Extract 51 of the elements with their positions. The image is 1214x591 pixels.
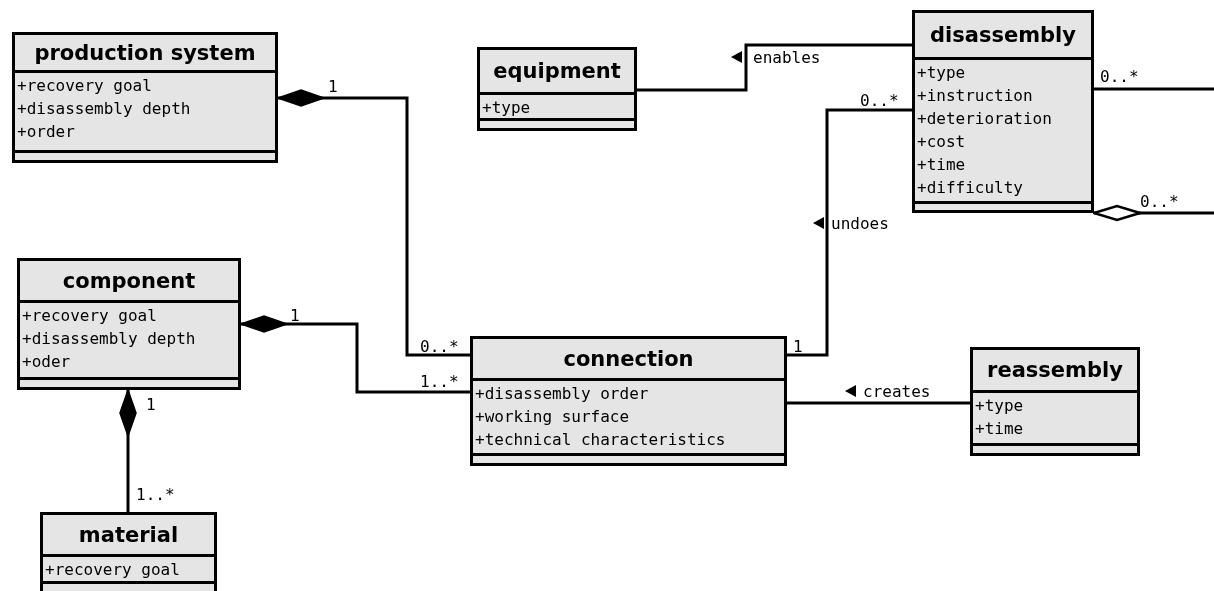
composition-line bbox=[240, 315, 470, 394]
multiplicity-label: 0..* bbox=[420, 338, 459, 356]
class-attribute: +difficulty bbox=[917, 178, 1023, 197]
class-attribute: +deterioration bbox=[917, 109, 1052, 128]
multiplicity-label: 1 bbox=[793, 338, 803, 356]
class-attribute: +recovery goal bbox=[22, 306, 157, 325]
multiplicity-label: 1 bbox=[146, 396, 156, 414]
association-line bbox=[787, 108, 912, 357]
association-line bbox=[1094, 87, 1214, 91]
multiplicity-label: 0..* bbox=[1100, 68, 1139, 86]
class-box bbox=[477, 47, 637, 131]
class-attribute: +disassembly depth bbox=[22, 329, 196, 348]
class-attribute: +time bbox=[975, 419, 1024, 438]
class-attribute: +instruction bbox=[917, 86, 1033, 105]
class-attribute: +recovery goal bbox=[17, 76, 152, 95]
composition-line bbox=[119, 389, 137, 512]
class-box bbox=[12, 32, 278, 163]
multiplicity-label: 1..* bbox=[136, 486, 175, 504]
class-attribute: +time bbox=[917, 155, 966, 174]
multiplicity-label: 1 bbox=[328, 78, 338, 96]
class-name: component bbox=[62, 268, 196, 293]
multiplicity-label: 1..* bbox=[420, 373, 459, 391]
class-box bbox=[17, 258, 241, 390]
class-attribute: +cost bbox=[917, 132, 966, 151]
class-box bbox=[912, 10, 1094, 213]
class-name: production system bbox=[34, 40, 256, 65]
class-attribute: +working surface bbox=[475, 407, 630, 426]
class-attribute: +disassembly order bbox=[475, 384, 649, 403]
class-attribute: +disassembly depth bbox=[17, 99, 191, 118]
class-attribute: +oder bbox=[22, 352, 71, 371]
class-attribute: +type bbox=[917, 63, 966, 82]
class-attribute: +type bbox=[975, 396, 1024, 415]
association-line bbox=[787, 401, 970, 405]
class-attribute: +recovery goal bbox=[45, 560, 180, 579]
composition-line bbox=[277, 89, 470, 357]
class-name: reassembly bbox=[987, 358, 1123, 382]
multiplicity-label: 0..* bbox=[860, 92, 899, 110]
composition-line bbox=[1092, 204, 1214, 222]
class-box bbox=[40, 512, 217, 591]
class-name: equipment bbox=[493, 59, 621, 83]
class-attribute: +technical characteristics bbox=[475, 430, 726, 449]
class-box bbox=[970, 347, 1140, 456]
class-name: disassembly bbox=[930, 23, 1076, 47]
class-name: material bbox=[78, 522, 179, 547]
class-name: connection bbox=[563, 346, 694, 371]
association-line bbox=[637, 43, 912, 92]
class-attribute: +order bbox=[17, 122, 75, 141]
multiplicity-label: 1 bbox=[290, 307, 300, 325]
multiplicity-label: 0..* bbox=[1140, 193, 1179, 211]
class-box bbox=[470, 336, 787, 466]
class-attribute: +type bbox=[482, 98, 531, 117]
